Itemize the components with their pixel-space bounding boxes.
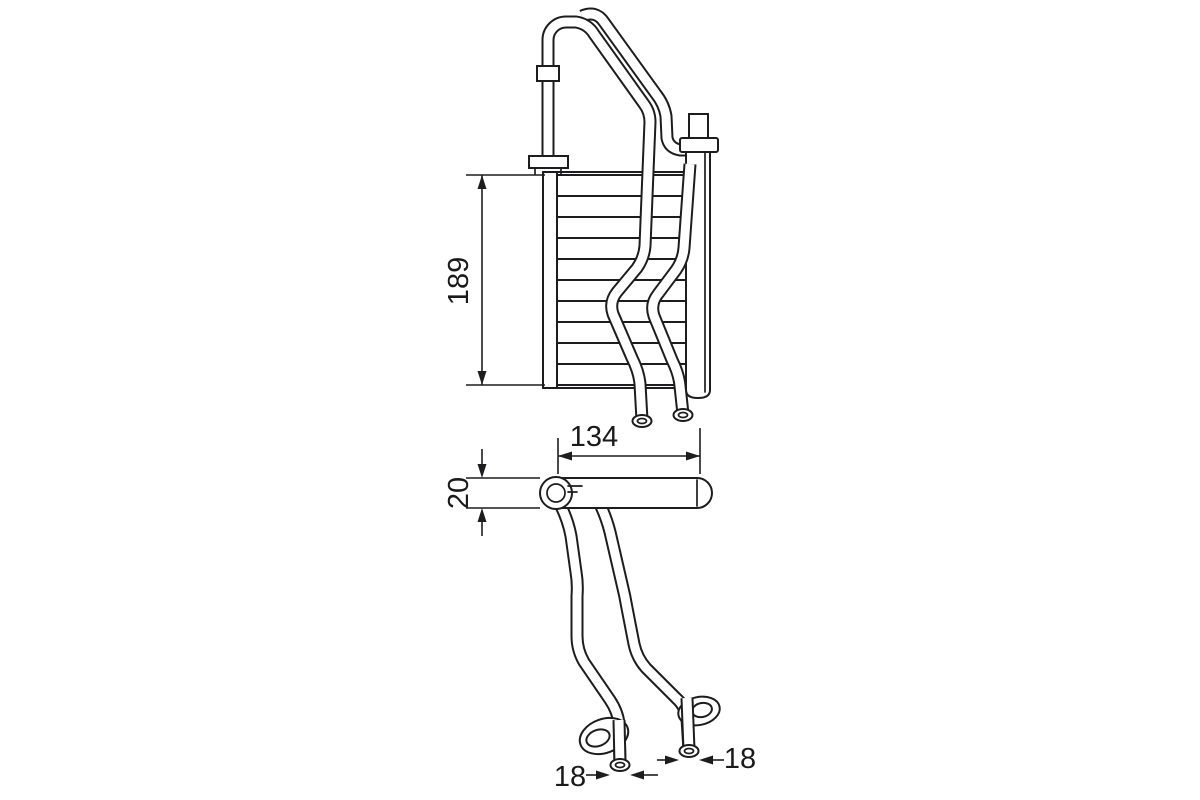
lower-outlet-left [609, 758, 631, 772]
pipe-rear-lower [646, 163, 697, 415]
inlet-fitting [539, 476, 573, 510]
arrowhead-left-icon [630, 770, 644, 780]
front-outlet-right [672, 408, 694, 422]
front-view [528, 7, 719, 428]
arrowhead-right-icon [686, 451, 700, 461]
pipe-lower-left [554, 501, 627, 765]
pipe-collar [536, 65, 560, 82]
arrowhead-down-icon [477, 464, 487, 478]
arrowhead-left-icon [558, 451, 572, 461]
dim-core-height-label: 189 [443, 257, 475, 305]
front-outlet-left [631, 414, 653, 428]
tank-neck [688, 113, 709, 141]
arrowhead-up-icon [477, 508, 487, 522]
dim-pipe-left-label: 18 [554, 761, 586, 793]
stub-left-over-loop [612, 719, 627, 765]
side-view [539, 476, 721, 772]
dimension-core-height: 189 [443, 174, 545, 386]
dimension-pipe-left: 18 [554, 761, 658, 793]
lower-outlet-right [678, 744, 700, 758]
arrowhead-right-icon [665, 755, 679, 765]
dim-core-width-label: 134 [570, 421, 618, 453]
tank-collar [679, 137, 719, 153]
dimension-core-width: 134 [557, 421, 701, 474]
dim-core-depth-label: 20 [443, 477, 475, 509]
arrowhead-right-icon [596, 770, 610, 780]
arrowhead-left-icon [699, 755, 713, 765]
dim-pipe-right-label: 18 [724, 743, 756, 775]
pipe-front [541, 15, 657, 421]
arrowhead-up-icon [477, 175, 487, 189]
dimension-pipe-right: 18 [657, 743, 756, 775]
pipe-rear-upper [579, 7, 697, 157]
core-profile-bar [539, 476, 713, 510]
dimension-core-depth: 20 [443, 449, 540, 536]
mounting-bracket-left [528, 155, 569, 175]
stub-right-over-loop [680, 697, 696, 751]
arrowhead-down-icon [477, 371, 487, 385]
